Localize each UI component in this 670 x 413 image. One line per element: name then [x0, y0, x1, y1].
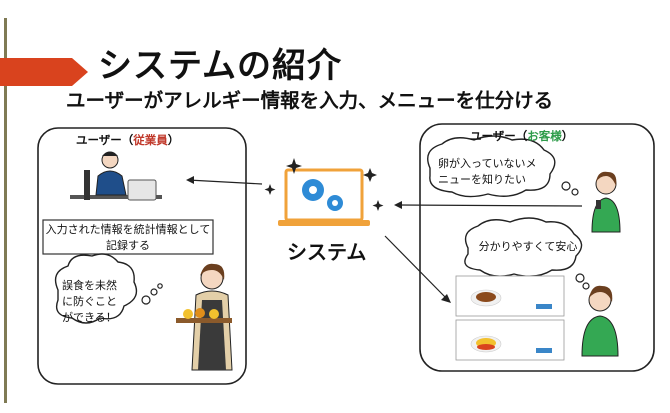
employee-label-suffix: ）	[167, 133, 180, 147]
title-arrow-shape	[0, 58, 88, 86]
menu-card-1	[455, 275, 565, 317]
customer-panel-frame	[419, 123, 655, 372]
waiter-illustration	[176, 263, 233, 371]
employee-panel-frame	[37, 127, 247, 385]
employee-thought-cloud	[54, 253, 163, 324]
customer-thought-cloud-1	[427, 135, 579, 198]
customer-thinking-illustration	[581, 285, 619, 357]
stat-text-box	[42, 219, 214, 255]
customer-panel-label: ユーザー（お客様）	[470, 128, 573, 144]
slide-title: システムの紹介	[98, 46, 342, 86]
left-accent-bar	[4, 18, 7, 403]
employee-cloud-text: 誤食を未然に防ぐことができる！	[62, 279, 117, 324]
customer-label-highlight: お客様	[527, 129, 562, 143]
slide-subtitle: ユーザーがアレルギー情報を入力、メニューを仕分ける	[66, 89, 554, 112]
employee-at-computer-illustration	[70, 151, 162, 201]
customer-to-system-arrow	[394, 201, 583, 209]
menu-card-2	[455, 319, 565, 361]
system-laptop-gears-icon	[264, 158, 384, 226]
customer-with-phone-illustration	[591, 171, 621, 233]
customer-label-suffix: ）	[561, 129, 574, 143]
customer-cloud-2-text: 分かりやすくて安心	[478, 240, 578, 253]
employee-panel-label: ユーザー（従業員）	[76, 132, 179, 148]
system-to-employee-arrow	[186, 176, 263, 185]
system-to-menu-arrow	[384, 235, 451, 303]
customer-label-prefix: ユーザー（	[470, 129, 528, 143]
employee-label-highlight: 従業員	[133, 133, 168, 147]
customer-thought-cloud-2	[464, 217, 590, 290]
employee-stat-text: 入力された情報を統計情報として記録する	[45, 223, 211, 252]
customer-cloud-1-text: 卵が入っていないメニューを知りたい	[438, 157, 537, 186]
employee-label-prefix: ユーザー（	[76, 133, 134, 147]
system-label: システム	[287, 240, 367, 264]
